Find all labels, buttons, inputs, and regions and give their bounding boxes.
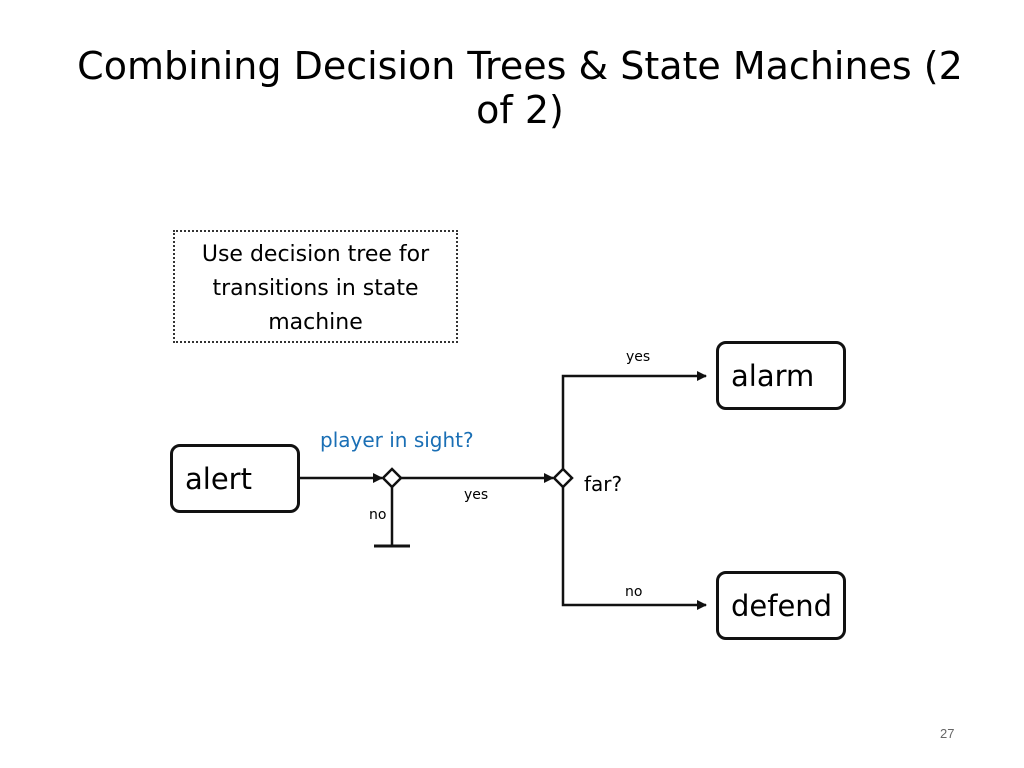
label-far-no: no: [625, 584, 643, 600]
question-player-in-sight: player in sight?: [320, 428, 474, 452]
state-alarm: alarm: [716, 341, 846, 410]
note-text: Use decision tree for transitions in sta…: [201, 242, 430, 335]
state-alert-label: alert: [185, 461, 252, 496]
label-sight-no: no: [369, 507, 387, 523]
state-alert: alert: [170, 444, 300, 513]
state-alarm-label: alarm: [731, 358, 815, 393]
slide-title: Combining Decision Trees & State Machine…: [77, 44, 963, 132]
page-number: 27: [940, 726, 955, 741]
decision-node-player-in-sight: [381, 467, 403, 489]
decision-node-far: [552, 467, 574, 489]
note-box: Use decision tree for transitions in sta…: [173, 230, 458, 343]
question-far: far?: [584, 472, 623, 496]
state-defend: defend: [716, 571, 846, 640]
state-defend-label: defend: [731, 588, 833, 623]
edge-far-yes: [561, 371, 707, 469]
label-sight-yes: yes: [464, 487, 489, 503]
label-far-yes: yes: [626, 349, 651, 365]
edge-far-no: [561, 487, 707, 610]
